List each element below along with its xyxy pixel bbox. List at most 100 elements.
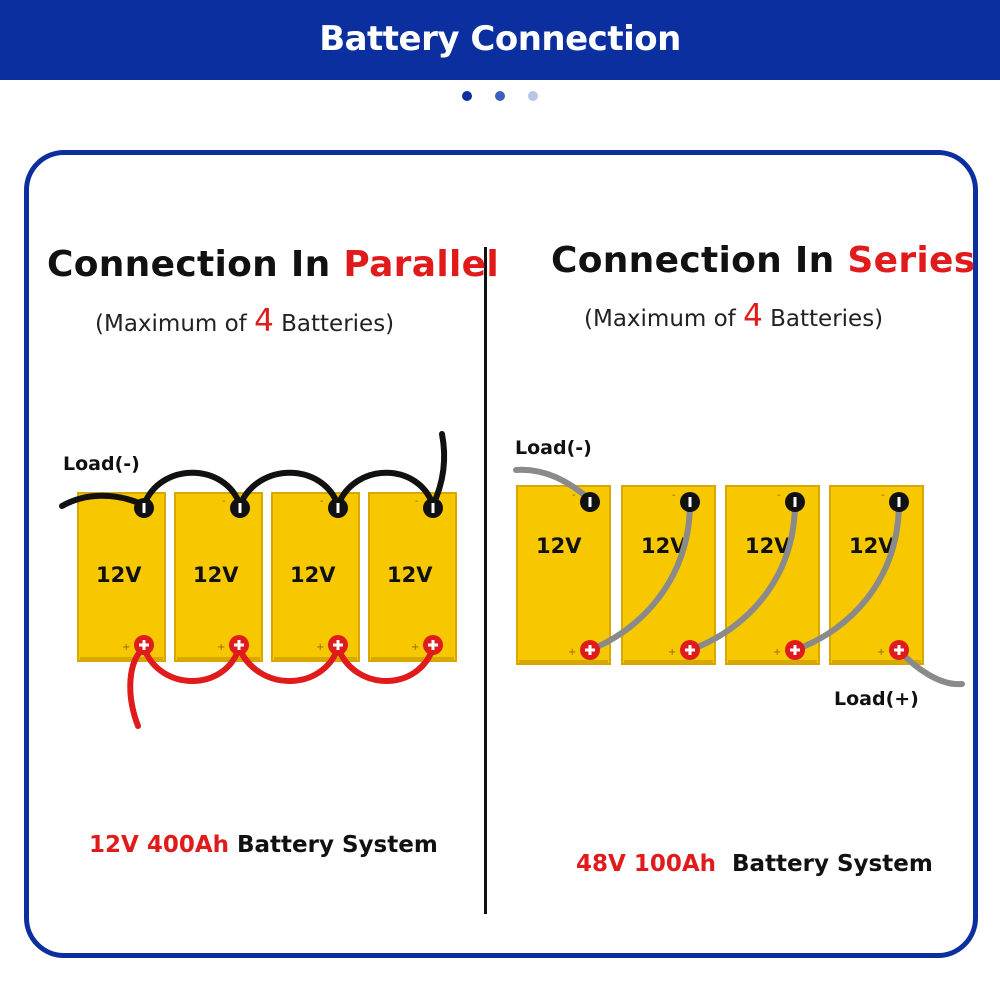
- series-system-suffix: Battery System: [716, 851, 933, 877]
- series-negative-terminal-2-minus: [688, 497, 692, 507]
- series-title-prefix: Connection In: [551, 240, 848, 281]
- series-negative-terminal-1: [580, 492, 600, 512]
- parallel-negative-terminal-1: [134, 498, 154, 518]
- series-battery-3-voltage-label: 12V: [745, 534, 791, 558]
- parallel-system-label: 12V 400Ah Battery System: [89, 832, 438, 858]
- parallel-wire-neg-1-2: [141, 469, 243, 508]
- parallel-battery-4-plus-mark: +: [411, 642, 419, 653]
- header-bar: Battery Connection: [0, 0, 1000, 80]
- parallel-wire-pos-1-2: [141, 645, 242, 684]
- series-negative-terminal-2: [680, 492, 700, 512]
- series-negative-terminal-3: [785, 492, 805, 512]
- parallel-wire-neg-2-3: [237, 469, 341, 508]
- series-battery-4: 12V + -: [829, 485, 924, 665]
- series-load-positive-label: Load(+): [834, 688, 919, 710]
- parallel-negative-terminal-2-minus: [238, 503, 242, 513]
- parallel-battery-2-voltage-label: 12V: [193, 563, 239, 587]
- series-title-accent: Series: [847, 240, 976, 281]
- parallel-battery-1-voltage-label: 12V: [96, 563, 142, 587]
- series-battery-1-voltage-label: 12V: [536, 534, 582, 558]
- series-wire-link-1-2: [587, 499, 693, 653]
- series-battery-1-base: [519, 660, 608, 665]
- series-subtitle-prefix: (Maximum of: [584, 306, 744, 332]
- parallel-title-prefix: Connection In: [47, 244, 344, 285]
- parallel-wire-neg-3-4: [335, 469, 436, 508]
- parallel-positive-terminal-4-plus-v: [431, 640, 435, 650]
- parallel-subtitle-number: 4: [254, 303, 274, 339]
- parallel-load-negative-label: Load(-): [63, 453, 140, 475]
- series-wire-link-3-4: [792, 499, 902, 653]
- series-battery-3-minus-mark: -: [777, 490, 781, 501]
- panel-divider: [484, 247, 487, 914]
- series-battery-4-minus-mark: -: [881, 490, 885, 501]
- parallel-subtitle: (Maximum of 4 Batteries): [95, 303, 394, 339]
- series-battery-2-minus-mark: -: [672, 490, 676, 501]
- parallel-battery-4-base: [371, 657, 454, 662]
- parallel-battery-3-minus-mark: -: [320, 496, 324, 507]
- parallel-negative-terminal-4: [423, 498, 443, 518]
- parallel-battery-4-minus-mark: -: [415, 496, 419, 507]
- series-battery-3: 12V + -: [725, 485, 820, 665]
- parallel-battery-2: 12V + -: [174, 492, 263, 662]
- parallel-battery-3-body: [271, 492, 360, 662]
- series-battery-2-body: [621, 485, 716, 665]
- series-positive-terminal-4-plus-v: [897, 645, 901, 655]
- series-battery-4-voltage-label: 12V: [849, 534, 895, 558]
- series-positive-terminal-1: [580, 640, 600, 660]
- parallel-battery-3-voltage-label: 12V: [290, 563, 336, 587]
- series-negative-terminal-3-minus: [793, 497, 797, 507]
- parallel-wire-pos-2-3: [236, 645, 341, 684]
- series-positive-terminal-2-plus-v: [688, 645, 692, 655]
- series-battery-3-plus-mark: +: [773, 647, 781, 658]
- parallel-battery-2-base: [177, 657, 260, 662]
- series-battery-4-body: [829, 485, 924, 665]
- parallel-battery-3-base: [274, 657, 357, 662]
- series-title: Connection In Series: [551, 240, 975, 281]
- series-system-highlight: 48V 100Ah: [576, 851, 716, 877]
- series-battery-2-plus-mark: +: [668, 647, 676, 658]
- series-battery-2-base: [624, 660, 713, 665]
- parallel-positive-terminal-3-plus-v: [336, 640, 340, 650]
- parallel-battery-2-plus-mark: +: [217, 642, 225, 653]
- parallel-battery-2-minus-mark: -: [222, 496, 226, 507]
- series-subtitle-suffix: Batteries): [762, 306, 884, 332]
- series-battery-3-base: [728, 660, 817, 665]
- series-subtitle: (Maximum of 4 Batteries): [584, 298, 883, 334]
- series-battery-4-plus-mark: +: [877, 647, 885, 658]
- parallel-battery-2-body: [174, 492, 263, 662]
- parallel-battery-4: 12V + -: [368, 492, 457, 662]
- parallel-battery-3-plus-mark: +: [316, 642, 324, 653]
- parallel-negative-terminal-3: [328, 498, 348, 518]
- series-battery-1: 12V + -: [516, 485, 611, 665]
- parallel-subtitle-suffix: Batteries): [273, 311, 395, 337]
- parallel-negative-terminal-2: [230, 498, 250, 518]
- series-battery-1-minus-mark: -: [572, 490, 576, 501]
- parallel-title-accent: Parallel: [343, 244, 499, 285]
- series-battery-1-body: [516, 485, 611, 665]
- series-positive-terminal-1-plus-v: [588, 645, 592, 655]
- series-positive-terminal-3: [785, 640, 805, 660]
- parallel-wire-pos-3-4: [335, 645, 436, 684]
- pager-dot-2[interactable]: [495, 91, 505, 101]
- parallel-battery-1: 12V+-: [77, 492, 166, 662]
- series-battery-3-body: [725, 485, 820, 665]
- series-negative-terminal-4-minus: [897, 497, 901, 507]
- series-battery-1-plus-mark: +: [568, 647, 576, 658]
- series-subtitle-number: 4: [743, 298, 763, 334]
- parallel-positive-terminal-3: [328, 635, 348, 655]
- pager-dot-1[interactable]: [462, 91, 472, 101]
- parallel-positive-terminal-2: [229, 635, 249, 655]
- parallel-battery-4-voltage-label: 12V: [387, 563, 433, 587]
- series-system-label: 48V 100Ah Battery System: [576, 851, 933, 877]
- parallel-wire-load-negative: [59, 492, 147, 509]
- parallel-system-highlight: 12V 400Ah: [89, 832, 229, 858]
- series-positive-terminal-2: [680, 640, 700, 660]
- parallel-system-suffix: Battery System: [229, 832, 438, 858]
- parallel-title: Connection In Parallel: [47, 244, 499, 285]
- parallel-negative-terminal-1-minus: [142, 503, 146, 513]
- parallel-positive-terminal-4: [423, 635, 443, 655]
- parallel-battery-3: 12V + -: [271, 492, 360, 662]
- pager-dot-3[interactable]: [528, 91, 538, 101]
- page-title: Battery Connection: [319, 19, 681, 59]
- parallel-positive-terminal-1: [134, 635, 154, 655]
